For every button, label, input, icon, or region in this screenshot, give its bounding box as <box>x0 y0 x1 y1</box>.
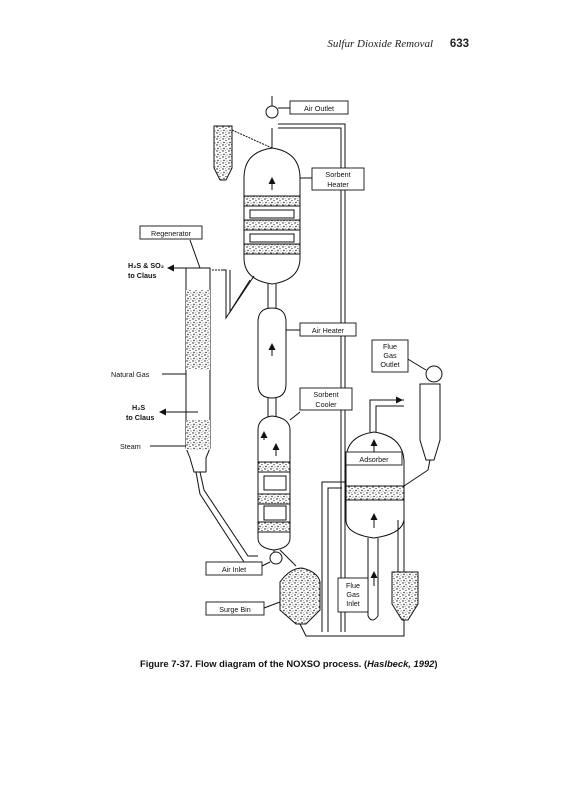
caption-close: ) <box>434 658 438 669</box>
sorbent-heater-label-box <box>311 167 365 191</box>
figure-caption: Figure 7-37. Flow diagram of the NOXSO p… <box>140 658 520 669</box>
air-outlet-label: Air Outlet <box>304 104 334 113</box>
sorbent-heater-bed-5 <box>243 243 301 255</box>
air-inlet-leader <box>261 561 271 567</box>
h2s-label-line1: H₂S <box>132 403 145 412</box>
bottom-return-pipe-2 <box>327 487 342 632</box>
flue-gas-inlet-label-box <box>337 577 369 613</box>
adsorber-label: Adsorber <box>359 455 389 464</box>
h2s-so2-label-line1: H₂S & SO₂ <box>128 261 164 270</box>
air-heater-label: Air Heater <box>312 326 345 335</box>
flue-gas-inlet-label-line3: Inlet <box>346 599 360 608</box>
sorbent-cooler-label-line2: Cooler <box>315 400 337 409</box>
flue-gas-inlet-label-line1: Flue <box>346 581 360 590</box>
regenerator-sorbent-feed <box>222 269 251 320</box>
air-inlet-label: Air Inlet <box>222 565 246 574</box>
sorbent-heater-bed-4 <box>249 233 295 243</box>
natural-gas-label: Natural Gas <box>111 370 150 379</box>
air-outlet-valve <box>265 105 279 119</box>
adsorber-outlet-pipe-2 <box>375 405 404 432</box>
regenerator-to-cooler-1 <box>199 471 258 557</box>
regenerator-sorbent-feed-2 <box>229 270 255 314</box>
sorbent-cooler-bed-5 <box>257 521 291 533</box>
air-outlet-label-box <box>289 100 349 115</box>
running-title: Sulfur Dioxide Removal <box>327 38 434 50</box>
adsorber-label-box <box>345 451 403 466</box>
surge-bin-to-adsorber <box>299 623 360 637</box>
sorbent-return-line-inner <box>278 127 342 632</box>
sorbent-heater-bed-3 <box>243 219 301 231</box>
cyclone-separator <box>419 383 441 461</box>
flue-gas-outlet-label-line1: Flue <box>383 342 397 351</box>
sorbent-cooler-label-box <box>299 387 353 411</box>
caption-citation: Haslbeck, 1992 <box>367 658 435 669</box>
sorbent-cooler-bed-2 <box>263 475 287 491</box>
sorbent-cooler-bed-3 <box>257 493 291 505</box>
sorbent-return-line-outer <box>278 123 346 632</box>
caption-text: Flow diagram of the NOXSO process. ( <box>192 658 368 669</box>
flue-gas-outlet-label-box <box>371 339 409 373</box>
right-hopper-bottom <box>360 620 405 637</box>
regenerator-bed-upper <box>186 290 210 370</box>
regenerator-label-box <box>139 225 203 240</box>
page-number: 633 <box>449 38 469 50</box>
sorbent-heater-bed-2 <box>249 209 295 219</box>
top-hopper-feed <box>231 129 273 149</box>
bottom-return-pipe-1 <box>321 481 346 632</box>
sorbent-heater-label-line1: Sorbent <box>325 170 350 179</box>
steam-label: Steam <box>120 442 141 451</box>
figure-number: Figure 7-37. <box>140 658 193 669</box>
adsorber-vessel <box>345 431 405 539</box>
flue-gas-inlet-u <box>367 615 379 621</box>
surge-bin-label-box <box>205 601 265 616</box>
sorbent-cooler-bed-1 <box>257 461 291 473</box>
flue-gas-outlet-leader <box>405 357 427 371</box>
sorbent-cooler-leader <box>289 411 301 421</box>
flue-gas-outlet-valve <box>425 365 443 383</box>
h2s-so2-label-line2: to Claus <box>128 271 156 280</box>
cyclone-return-pipe <box>403 459 431 487</box>
h2s-label-line2: to Claus <box>126 413 154 422</box>
running-header: Sulfur Dioxide Removal 633 <box>327 38 469 50</box>
air-heater-label-box <box>299 322 357 337</box>
sorbent-cooler-bed-4 <box>263 505 287 521</box>
surge-bin <box>279 567 321 625</box>
adsorber-outlet-pipe-1 <box>369 399 404 432</box>
regenerator-bed-lower <box>186 420 210 450</box>
regenerator-label: Regenerator <box>151 229 192 238</box>
adsorber-bed <box>345 485 405 501</box>
air-inlet-label-box <box>205 561 263 576</box>
top-hopper <box>213 125 233 181</box>
regenerator-to-cooler-2 <box>195 471 258 563</box>
sorbent-cooler-label-line1: Sorbent <box>313 390 338 399</box>
sorbent-heater-bed-1 <box>243 195 301 207</box>
air-inlet-valve <box>269 551 283 565</box>
flue-gas-outlet-label-line2: Gas <box>383 351 397 360</box>
regenerator-leader <box>189 239 201 269</box>
right-hopper <box>391 571 419 621</box>
flue-gas-outlet-label-line3: Outlet <box>380 360 399 369</box>
sorbent-heater-label-line2: Heater <box>327 180 349 189</box>
cooler-to-surge-bin <box>279 549 297 567</box>
surge-bin-leader <box>263 601 281 609</box>
flue-gas-inlet-label-line2: Gas <box>346 590 360 599</box>
surge-bin-label: Surge Bin <box>219 605 251 614</box>
